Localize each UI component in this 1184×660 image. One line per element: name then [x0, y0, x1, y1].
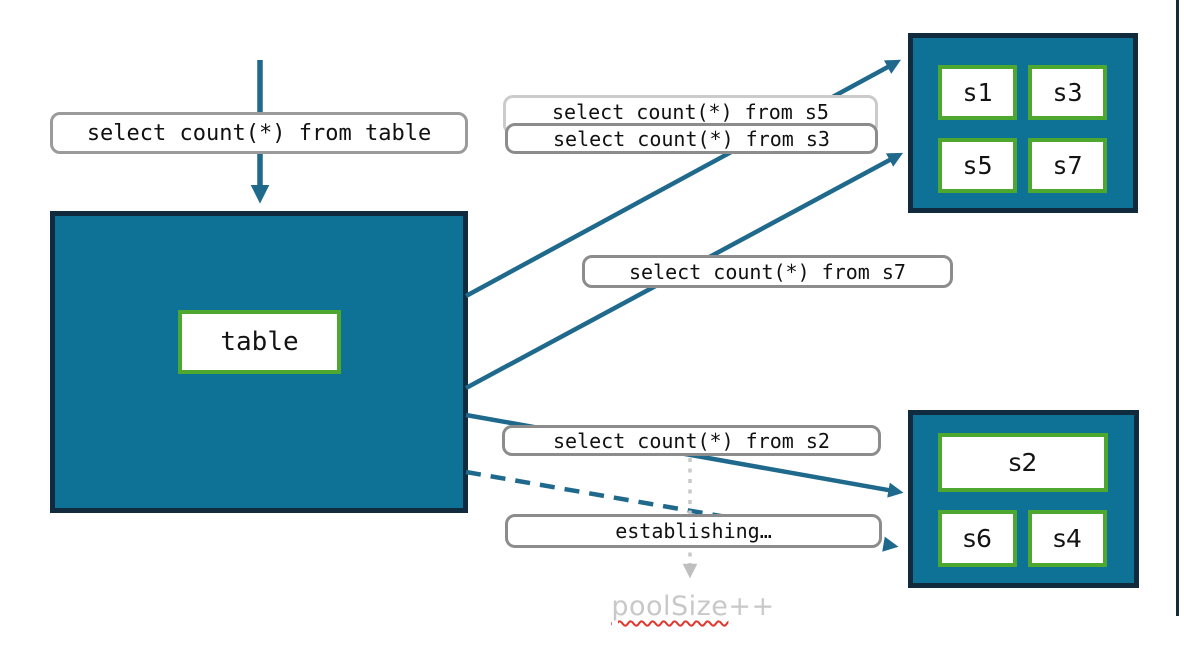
query-label-s2: select count(*) from s2 [502, 425, 881, 456]
shard-group-top: s1 s3 s5 s7 [908, 33, 1138, 213]
table-label: table [220, 327, 299, 357]
shard-s7-label: s7 [1052, 151, 1083, 180]
shard-s5-label: s5 [962, 151, 993, 180]
query-label-s5-text: select count(*) from s5 [552, 100, 829, 124]
shard-s6-label: s6 [963, 524, 992, 553]
shard-s1-box: s1 [938, 65, 1017, 120]
shard-s6-box: s6 [938, 510, 1017, 567]
establishing-label: establishing… [505, 514, 882, 548]
poolsize-operator: ++ [728, 591, 775, 622]
shard-s4-label: s4 [1053, 524, 1082, 553]
query-label-table: select count(*) from table [50, 112, 468, 154]
shard-s1-label: s1 [962, 78, 993, 107]
query-label-s2-text: select count(*) from s2 [553, 428, 830, 453]
shard-s4-box: s4 [1028, 510, 1107, 567]
shard-s3-label: s3 [1052, 78, 1083, 107]
shard-group-bottom: s2 s6 s4 [908, 410, 1139, 588]
shard-s2-label: s2 [1008, 448, 1038, 477]
query-label-s7: select count(*) from s7 [582, 255, 953, 288]
shard-s3-box: s3 [1028, 65, 1107, 120]
query-label-table-text: select count(*) from table [86, 120, 432, 146]
shard-s7-box: s7 [1028, 138, 1107, 193]
query-label-s3-text: select count(*) from s3 [553, 126, 830, 151]
query-label-s7-text: select count(*) from s7 [629, 259, 906, 284]
poolsize-word: poolSize [611, 591, 729, 622]
query-label-s3: select count(*) from s3 [505, 123, 878, 154]
shard-s5-box: s5 [938, 138, 1017, 193]
shard-s2-box: s2 [938, 433, 1108, 492]
establishing-label-text: establishing… [615, 519, 772, 543]
poolsize-caption: poolSize++ [593, 591, 793, 622]
table-box: table [50, 211, 468, 513]
slide-edge-line [1176, 0, 1179, 616]
table-label-box: table [178, 310, 341, 374]
